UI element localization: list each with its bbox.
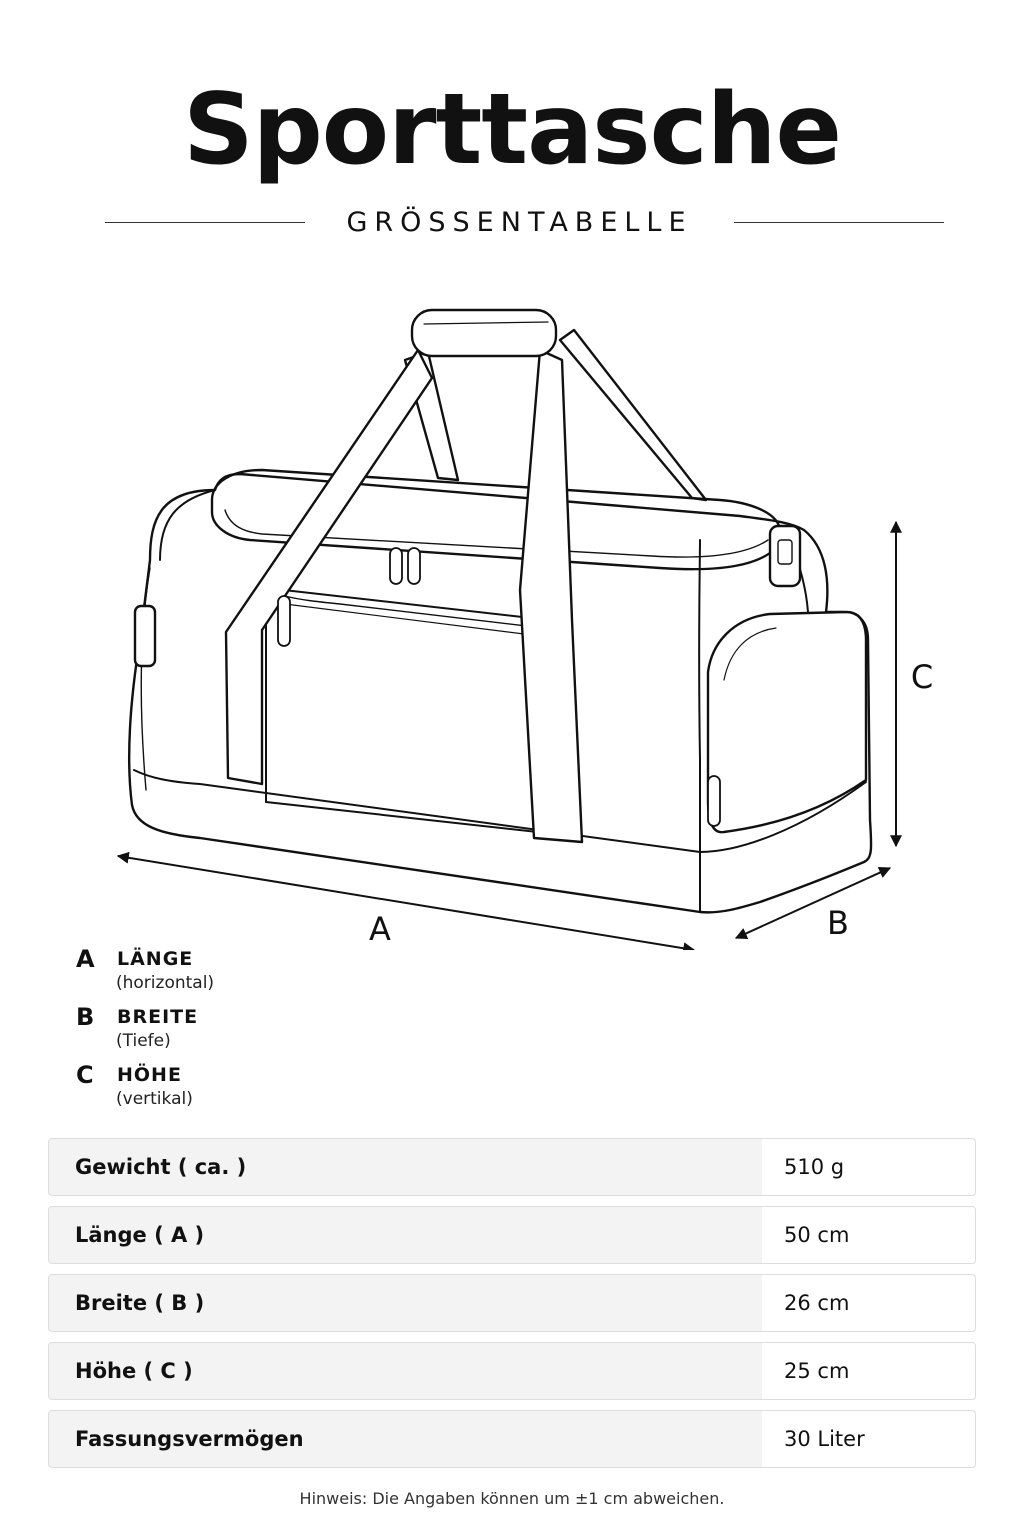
page-title: Sporttasche [183,73,842,187]
legend-name: BREITE [117,1006,199,1028]
legend-letter: A [76,945,95,973]
legend-letter: C [76,1061,94,1089]
spec-label: Höhe ( C ) [49,1343,762,1399]
dimension-legend: A LÄNGE (horizontal) B BREITE (Tiefe) C … [76,944,476,1118]
spec-value: 30 Liter [784,1427,865,1451]
front-handle-strap-left [224,348,434,786]
right-end-panel [698,539,701,913]
spec-value: 510 g [784,1155,845,1179]
shoulder-buckle [768,524,802,588]
top-zipper-line [224,509,769,558]
legend-letter: B [76,1003,95,1031]
left-end-panel [159,489,216,561]
side-zipper-pull [707,775,721,827]
back-handle-strap-right [558,328,708,502]
left-side-tab [133,604,157,668]
legend-item-c: C HÖHE (vertikal) [76,1060,476,1118]
spec-label: Breite ( B ) [49,1275,762,1331]
top-zipper-pulls [389,547,421,585]
dimension-label-c: C [911,658,933,696]
dimension-label-a: A [369,910,391,948]
bag-drawing: A B C [116,308,933,950]
subtitle-row: GRÖSSENTABELLE [0,200,1024,246]
legend-note: (horizontal) [116,973,215,993]
legend-item-b: B BREITE (Tiefe) [76,1002,476,1060]
spec-label: Fassungsvermögen [49,1411,762,1467]
spec-label: Länge ( A ) [49,1207,762,1263]
spec-row-weight: Gewicht ( ca. ) 510 g [48,1138,976,1196]
footnote: Hinweis: Die Angaben können um ±1 cm abw… [299,1489,725,1508]
bottom-panel-seam [133,769,867,853]
spec-row-length: Länge ( A ) 50 cm [48,1206,976,1264]
legend-name: LÄNGE [117,948,194,970]
side-pocket [706,610,868,834]
dimension-arrow-b [734,867,892,939]
legend-note: (Tiefe) [116,1031,171,1051]
spec-row-width: Breite ( B ) 26 cm [48,1274,976,1332]
divider-right [734,222,944,223]
spec-value: 26 cm [784,1291,850,1315]
spec-row-height: Höhe ( C ) 25 cm [48,1342,976,1400]
dimension-label-b: B [827,904,849,942]
spec-table: Gewicht ( ca. ) 510 g Länge ( A ) 50 cm … [48,1138,976,1478]
divider-left [105,222,305,223]
spec-value: 50 cm [784,1223,850,1247]
handle-grip-seam [423,321,549,325]
bag-diagram: A B C [0,290,1024,950]
front-pocket-zipper [284,595,561,631]
spec-label: Gewicht ( ca. ) [49,1139,762,1195]
pocket-zipper-pull [277,595,291,647]
handle-grip [410,308,558,358]
front-handle-strap-right [518,348,584,844]
spec-row-capacity: Fassungsvermögen 30 Liter [48,1410,976,1468]
side-pocket-seam [723,627,777,681]
shoulder-buckle-slot [777,539,793,565]
left-side-seam [140,567,151,791]
legend-name: HÖHE [117,1064,182,1086]
spec-value: 25 cm [784,1359,850,1383]
dimension-arrow-a [116,851,696,950]
legend-item-a: A LÄNGE (horizontal) [76,944,476,1002]
front-pocket-zipper-2 [284,603,541,637]
page-subtitle: GRÖSSENTABELLE [346,207,693,238]
legend-note: (vertikal) [116,1089,193,1109]
